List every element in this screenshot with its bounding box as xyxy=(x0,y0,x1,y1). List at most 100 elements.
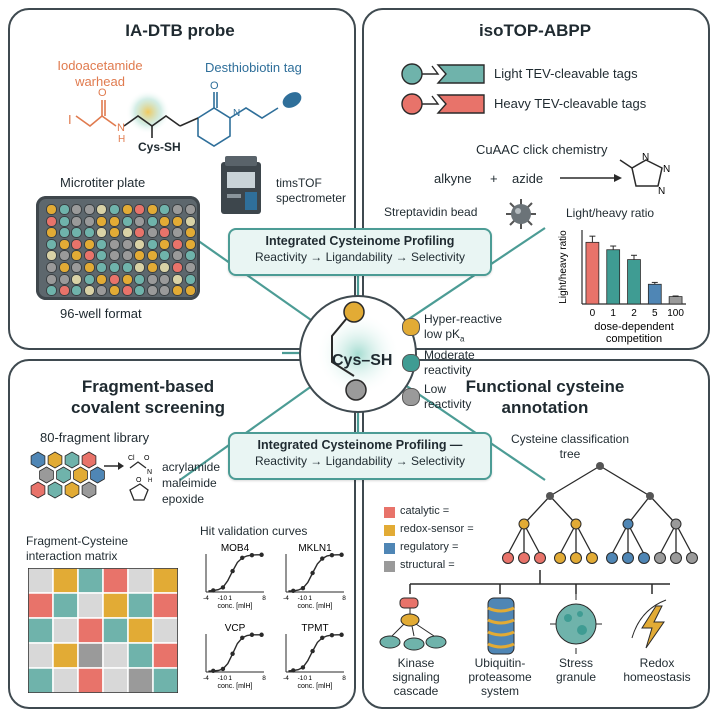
matrix-cell xyxy=(28,617,54,644)
interaction-matrix xyxy=(28,568,178,693)
ratio-bar-0 xyxy=(585,241,600,305)
curve-line-MKLN1 xyxy=(288,554,342,592)
warhead-acrylamide: acrylamide xyxy=(162,460,221,474)
plate-well xyxy=(71,204,83,215)
tree-edge xyxy=(611,523,629,555)
plate-well xyxy=(184,250,196,262)
curve-tick: 0 xyxy=(224,595,228,602)
matrix-cell xyxy=(152,667,178,693)
plate-well xyxy=(184,273,196,285)
curve-point xyxy=(320,635,325,640)
streptavidin-bead-icon xyxy=(506,199,536,229)
curve-point xyxy=(240,555,245,560)
curve-point xyxy=(320,556,325,561)
plate-well xyxy=(134,215,146,227)
fragment-hexagon xyxy=(90,466,105,484)
click-chemistry-title: CuAAC click chemistry xyxy=(476,142,608,157)
tree-leaf xyxy=(654,552,666,564)
microtiter-plate xyxy=(36,196,200,300)
panel-frame-top-right xyxy=(362,8,710,350)
tree-leaf xyxy=(622,552,634,564)
tree-edge xyxy=(659,523,677,555)
plate-well xyxy=(58,238,70,250)
atom-iodine: I xyxy=(68,112,72,127)
hub-node-low-reactivity xyxy=(345,379,367,401)
plate-well xyxy=(172,285,183,297)
plate-well xyxy=(121,273,133,285)
plate-well xyxy=(121,227,133,239)
desthiobiotin-ring xyxy=(197,107,231,147)
hub-cys-label: Cys–SH xyxy=(332,352,393,369)
instrument-label: timsTOF spectrometer xyxy=(276,176,347,205)
panel-title-fragment: Fragment-based covalent screening xyxy=(70,377,225,417)
panel-title-functional: Functional cysteine annotation xyxy=(465,377,625,417)
matrix-cell xyxy=(77,642,104,669)
plate-well xyxy=(184,238,196,250)
plate-well xyxy=(121,238,133,250)
plate-well xyxy=(146,215,158,227)
atom-oxygen-acrylamide: O xyxy=(144,455,150,462)
plate-well xyxy=(46,285,57,297)
curve-title-TPMT: TPMT xyxy=(301,623,328,634)
ia-dtb-structure: I O N H O N xyxy=(68,80,302,147)
tag-bead xyxy=(282,92,302,108)
legend-item-low: Low reactivity xyxy=(424,382,524,412)
tree-edge xyxy=(549,465,601,497)
hit-curves-title: Hit validation curves xyxy=(200,524,308,538)
heavy-tags-label: Heavy TEV-cleavable tags xyxy=(494,96,647,111)
banner-bottom: Integrated Cysteinome Profiling — Reacti… xyxy=(228,432,492,480)
panel-frame-top-left xyxy=(8,8,356,350)
fragment-hexagon xyxy=(47,481,63,499)
plate-well xyxy=(71,227,83,239)
plate-well xyxy=(146,227,158,239)
plate-well xyxy=(159,215,171,227)
plate-well xyxy=(96,227,108,239)
tree-edge xyxy=(549,495,577,525)
curve-line-MOB4 xyxy=(208,554,262,592)
legend-regulatory: regulatory = xyxy=(400,541,459,553)
ratio-bar-5 xyxy=(647,283,662,305)
alkyne-label: alkyne xyxy=(434,171,472,186)
tree-leaf xyxy=(518,552,530,564)
curve-point xyxy=(249,552,255,558)
legend-catalytic-swatch xyxy=(384,507,395,518)
plate-well xyxy=(134,273,146,285)
atom-chlorine: Cl xyxy=(128,455,135,462)
plate-well xyxy=(134,238,146,250)
curve-point xyxy=(230,651,235,656)
matrix-cell xyxy=(28,592,54,619)
warhead-label: Iodoacetamide warhead xyxy=(57,58,143,89)
ratio-bar-1 xyxy=(606,249,621,305)
plate-well xyxy=(121,285,133,297)
curve-title-MOB4: MOB4 xyxy=(221,543,250,554)
plate-well xyxy=(146,204,158,215)
system-kinase-label: Kinase signaling cascade xyxy=(392,656,440,698)
legend-moderate-line2: reactivity xyxy=(424,363,472,377)
hub-chain xyxy=(331,311,355,377)
plate-well xyxy=(83,227,95,239)
curve-tick: 1 xyxy=(228,675,232,682)
plate-well xyxy=(109,238,120,250)
curve-point xyxy=(339,552,344,557)
atom-nitrogen-acrylamide: N xyxy=(147,469,152,476)
plate-well xyxy=(172,273,183,285)
tag-label: Desthiobiotin tag xyxy=(205,60,302,75)
plate-well xyxy=(83,273,95,285)
curve-tick: 8 xyxy=(342,595,346,602)
atom-nitrogen-urea: N xyxy=(233,108,240,119)
plate-well xyxy=(159,273,171,285)
curve-line-TPMT xyxy=(288,634,342,672)
system-proteasome-label: Ubiquitin- proteasome system xyxy=(468,656,532,698)
plate-well xyxy=(46,273,57,285)
curve-point xyxy=(300,665,306,670)
tree-edge xyxy=(523,495,551,525)
ratio-tick-100: 100 xyxy=(667,308,684,319)
tree-edge xyxy=(627,523,645,555)
matrix-cell xyxy=(52,592,79,619)
curve-point xyxy=(259,632,264,637)
curve-point xyxy=(240,635,245,640)
plate-well xyxy=(96,285,108,297)
plate-well xyxy=(109,250,120,262)
hub-node-hyper-reactive xyxy=(343,301,365,323)
matrix-cell xyxy=(52,617,79,644)
